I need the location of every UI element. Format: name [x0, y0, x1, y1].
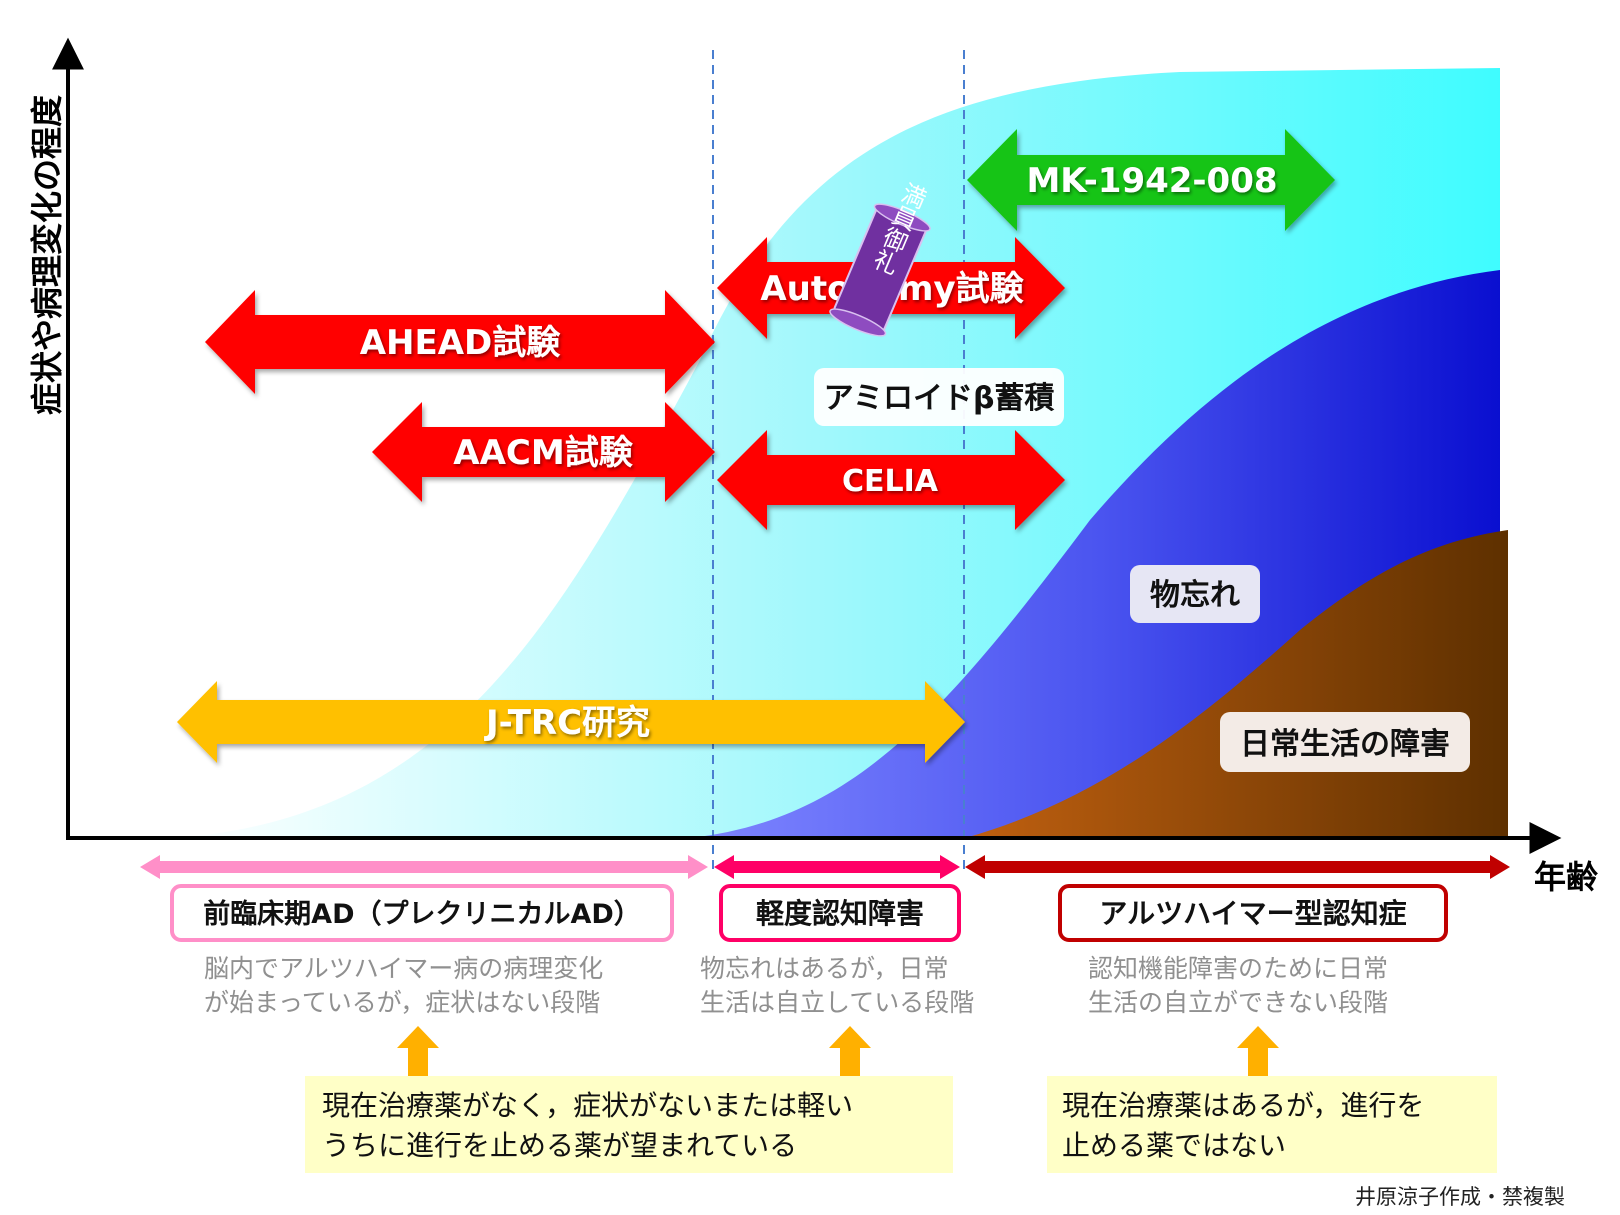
stage-desc-dementia-2: 生活の自立ができない段階 — [1088, 988, 1388, 1017]
stage-desc-mci-1: 物忘れはあるが，日常 — [700, 954, 949, 983]
stage-title-box-preclinical — [170, 884, 674, 942]
up-arrow-preclinical — [397, 1026, 439, 1076]
trial-label-mk: MK-1942-008 — [1026, 161, 1277, 201]
memory-label-box — [1130, 565, 1260, 623]
trial-arrow-ahead: AHEAD試験 — [205, 290, 715, 394]
stage-desc-dementia-1: 認知機能障害のために日常 — [1088, 954, 1388, 983]
stage-title-dementia: アルツハイマー型認知症 — [1099, 897, 1406, 930]
y-axis-label: 症状や病理変化の程度 — [28, 95, 66, 415]
daily-life-label: 日常生活の障害 — [1240, 727, 1450, 762]
note-left-line2: うちに進行を止める薬が望まれている — [322, 1129, 797, 1162]
credit-text: 井原涼子作成・禁複製 — [1355, 1185, 1565, 1209]
stage-span-dementia — [965, 855, 1510, 879]
trial-label-ahead: AHEAD試験 — [360, 323, 562, 363]
trial-label-aacm: AACM試験 — [453, 433, 633, 473]
stage-span-mci — [714, 855, 960, 879]
up-arrow-mci — [829, 1026, 871, 1076]
stage-desc-mci-2: 生活は自立している段階 — [700, 988, 974, 1017]
note-box-right — [1047, 1076, 1497, 1173]
x-axis-label: 年齢 — [1534, 858, 1598, 896]
note-box-left — [305, 1076, 953, 1173]
stage-desc-preclinical-2: が始まっているが，症状はない段階 — [204, 988, 600, 1017]
note-left-line1: 現在治療薬がなく，症状がないまたは軽い — [322, 1089, 853, 1122]
memory-label: 物忘れ — [1150, 578, 1240, 613]
up-arrow-dementia — [1237, 1026, 1279, 1076]
trial-arrow-jtrc: J-TRC研究 — [177, 681, 965, 763]
note-right-line1: 現在治療薬はあるが，進行を — [1062, 1089, 1424, 1122]
trial-arrow-aacm: AACM試験 — [372, 402, 715, 502]
stage-title-preclinical: 前臨床期AD（プレクリニカルAD） — [203, 898, 641, 930]
trial-label-jtrc: J-TRC研究 — [484, 703, 650, 743]
stage-span-preclinical — [140, 855, 708, 879]
amyloid-label: アミロイドβ蓄積 — [824, 381, 1055, 416]
trial-label-celia: CELIA — [842, 464, 939, 499]
daily-life-label-box — [1220, 712, 1470, 772]
stage-title-box-dementia — [1058, 884, 1448, 942]
stage-title-box-mci — [719, 884, 961, 942]
stage-desc-preclinical-1: 脳内でアルツハイマー病の病理変化 — [204, 954, 603, 983]
stage-title-mci: 軽度認知障害 — [756, 897, 924, 930]
amyloid-label-box — [814, 368, 1064, 426]
note-right-line2: 止める薬ではない — [1062, 1129, 1286, 1162]
trial-arrow-celia: CELIA — [717, 430, 1065, 530]
trial-arrow-mk: MK-1942-008 — [967, 129, 1335, 231]
